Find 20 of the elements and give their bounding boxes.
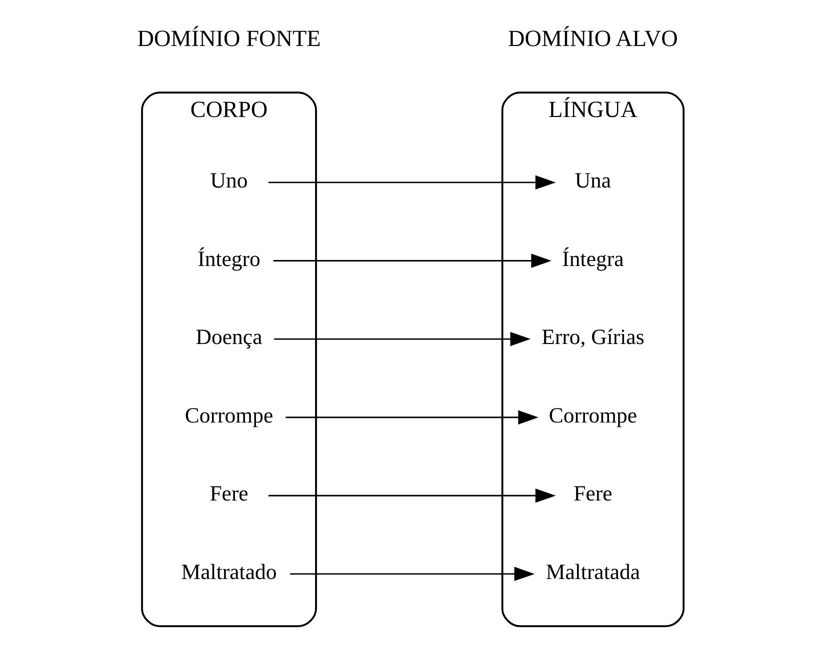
node-text: Fere — [573, 482, 612, 506]
node-text: Erro, Gírias — [541, 325, 644, 350]
node-text: Maltratado — [180, 560, 276, 584]
node-text: Íntegro — [197, 246, 260, 271]
node-text: Corrompe — [184, 403, 273, 428]
node-text: Íntegra — [562, 246, 624, 271]
node-label: DOMÍNIO ALVO — [508, 26, 678, 52]
arrow — [272, 254, 551, 268]
node-text: Una — [574, 168, 611, 193]
node-label: DOMÍNIO FONTE — [136, 26, 320, 52]
node-text: Maltratada — [545, 560, 640, 584]
arrow — [274, 332, 530, 346]
arrow — [268, 175, 556, 190]
node-text: Fere — [209, 482, 248, 506]
node-text: Uno — [210, 168, 248, 193]
node-text: Corrompe — [548, 403, 637, 428]
arrow — [290, 566, 534, 582]
arrow — [285, 410, 538, 424]
arrow — [268, 488, 556, 503]
node-text: Doença — [195, 325, 262, 350]
